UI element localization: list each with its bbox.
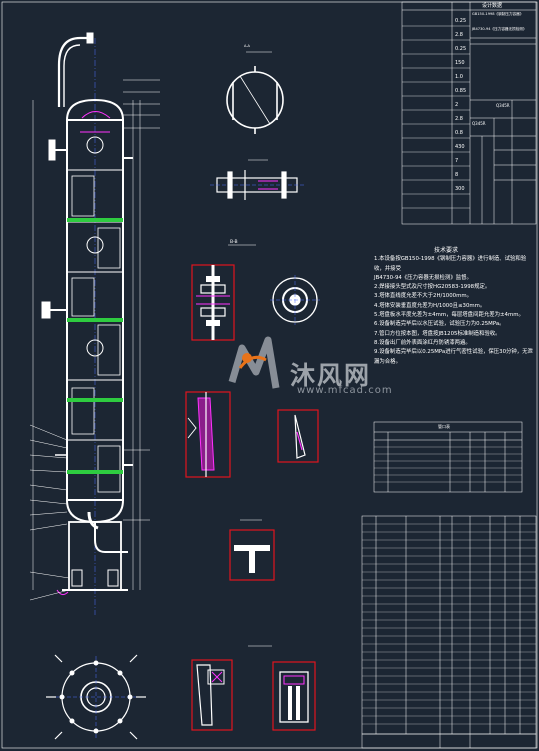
design-value: 300 bbox=[455, 186, 465, 192]
tech-req-line: 3.塔体直线度允差不大于2H/1000mm。 bbox=[374, 293, 472, 300]
tech-req-line: 4.塔体安装垂直度允差为H/1000且≤30mm。 bbox=[374, 302, 486, 309]
detail-support-right bbox=[272, 661, 316, 731]
tech-req-line: 8.设备出厂前外表面涂红丹防锈漆两遍。 bbox=[374, 339, 471, 346]
nozzle-table-title: 管口表 bbox=[438, 424, 450, 429]
nozzle-table-rows bbox=[374, 446, 522, 483]
tech-req-line: JB4730-94《压力容器无损检测》监督。 bbox=[374, 274, 472, 281]
design-value: 0.25 bbox=[455, 18, 467, 24]
detail-tray-ring bbox=[226, 66, 284, 134]
watermark-brand: 沐风网 bbox=[290, 361, 372, 390]
detail-t-joint bbox=[229, 519, 275, 581]
design-value: 0.8 bbox=[455, 130, 463, 136]
plan-view-bolts bbox=[59, 660, 133, 734]
tech-req-line: 9.设备制造完毕后以0.25MPa进行气密性试验，保压30分钟，无泄漏为合格。 bbox=[374, 349, 533, 365]
tech-req-line: 6.设备制造完毕后以水压试验，试验压力为0.25MPa。 bbox=[374, 321, 505, 328]
detail-weld-b bbox=[277, 409, 319, 463]
tech-req-line: 2.焊接接头型式及尺寸按HG20583-1998规定。 bbox=[374, 284, 491, 291]
tech-requirements: 技术要求 1.本设备按GB150-1998《钢制压力容器》进行制造、试验和验收，… bbox=[374, 246, 534, 367]
design-value: 1.0 bbox=[455, 74, 463, 80]
design-value: 2.8 bbox=[455, 116, 463, 122]
section-b-label: B-B bbox=[230, 239, 238, 245]
design-standard-2: JB4730-94《压力容器无损检测》 bbox=[472, 27, 527, 31]
detail-nozzle-highlight bbox=[258, 180, 278, 190]
title-block bbox=[361, 733, 537, 749]
design-data-title: 设计数据 bbox=[482, 3, 503, 9]
section-a-label: A-A bbox=[244, 44, 250, 48]
watermark-logo bbox=[228, 336, 280, 389]
design-value: 430 bbox=[455, 144, 465, 150]
design-value: 2 bbox=[455, 102, 459, 108]
design-value: 0.25 bbox=[455, 46, 467, 52]
tech-requirements-title: 技术要求 bbox=[434, 247, 459, 254]
detail-flange-plan bbox=[270, 275, 320, 325]
design-value: 0.85 bbox=[455, 88, 467, 94]
leader-lines bbox=[29, 79, 160, 601]
tray-markers bbox=[67, 218, 123, 474]
design-data-rows bbox=[402, 25, 470, 209]
design-value: 7 bbox=[455, 158, 459, 164]
tech-req-line: 1.本设备按GB150-1998《钢制压力容器》进行制造、试验和验收，并接受 bbox=[374, 256, 527, 272]
detail-support-left bbox=[191, 659, 233, 731]
watermark-url: www.mfcad.com bbox=[297, 385, 393, 396]
design-value: 8 bbox=[455, 172, 459, 178]
design-standard-1: GB150-1998《钢制压力容器》 bbox=[472, 12, 524, 16]
design-value: 150 bbox=[455, 60, 465, 66]
tech-req-line: 7.管口方位按本图，塔盘按JB1205标准制造和验收。 bbox=[374, 330, 501, 337]
design-data-table bbox=[401, 1, 537, 225]
detail-weld-a bbox=[185, 391, 231, 478]
tower-highlights bbox=[56, 111, 111, 596]
bill-of-materials-rows bbox=[362, 523, 536, 725]
design-material-2: Q345R bbox=[472, 121, 486, 126]
design-material-1: Q345R bbox=[496, 103, 510, 108]
detail-section-b bbox=[191, 264, 235, 341]
detail-nozzle bbox=[210, 170, 305, 200]
tech-req-line: 5.塔盘板水平度允差为±4mm，每层塔盘间距允差为±4mm。 bbox=[374, 312, 524, 319]
design-value: 2.8 bbox=[455, 32, 463, 38]
